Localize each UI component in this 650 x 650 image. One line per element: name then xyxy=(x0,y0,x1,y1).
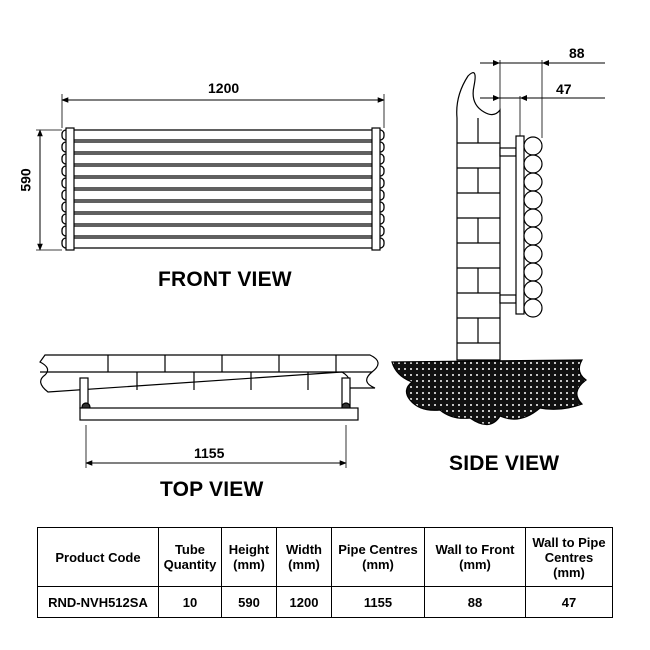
top-view-drawing xyxy=(39,354,379,468)
wall-to-front-dimension-label: 88 xyxy=(569,45,585,61)
cell-wall-to-front: 88 xyxy=(424,586,526,618)
height-dimension-label: 590 xyxy=(17,168,34,192)
pipe-centres-dimension-label: 1155 xyxy=(194,445,225,461)
header-wall-to-pipe-centres: Wall to Pipe Centres (mm) xyxy=(525,527,613,587)
radiator-tubes xyxy=(61,129,385,249)
wall-section xyxy=(456,72,501,361)
header-tube-quantity: Tube Quantity xyxy=(158,527,222,587)
front-view-label: FRONT VIEW xyxy=(158,268,292,291)
front-view-drawing xyxy=(36,94,385,251)
cell-width: 1200 xyxy=(276,586,332,618)
wall-to-pipe-dimension-label: 47 xyxy=(556,81,572,97)
header-product-code: Product Code xyxy=(37,527,159,587)
table-row: RND-NVH512SA 10 590 1200 1155 88 47 xyxy=(37,586,613,618)
spec-table: Product Code Tube Quantity Height (mm) W… xyxy=(37,527,613,618)
width-dimension-label: 1200 xyxy=(208,80,240,96)
header-pipe-centres: Pipe Centres (mm) xyxy=(331,527,425,587)
cell-product-code: RND-NVH512SA xyxy=(37,586,159,618)
side-view-drawing xyxy=(391,60,605,426)
cell-height: 590 xyxy=(221,586,277,618)
side-view-label: SIDE VIEW xyxy=(449,452,560,475)
cell-tube-quantity: 10 xyxy=(158,586,222,618)
cell-pipe-centres: 1155 xyxy=(331,586,425,618)
radiator-top-profile xyxy=(79,407,359,421)
header-width: Width (mm) xyxy=(276,527,332,587)
cell-wall-to-pipe-centres: 47 xyxy=(525,586,613,618)
technical-drawing xyxy=(36,60,605,468)
top-view-label: TOP VIEW xyxy=(160,478,264,501)
spec-table-header-row: Product Code Tube Quantity Height (mm) W… xyxy=(37,527,613,587)
header-height: Height (mm) xyxy=(221,527,277,587)
ground-section xyxy=(391,359,588,426)
header-wall-to-front: Wall to Front (mm) xyxy=(424,527,526,587)
